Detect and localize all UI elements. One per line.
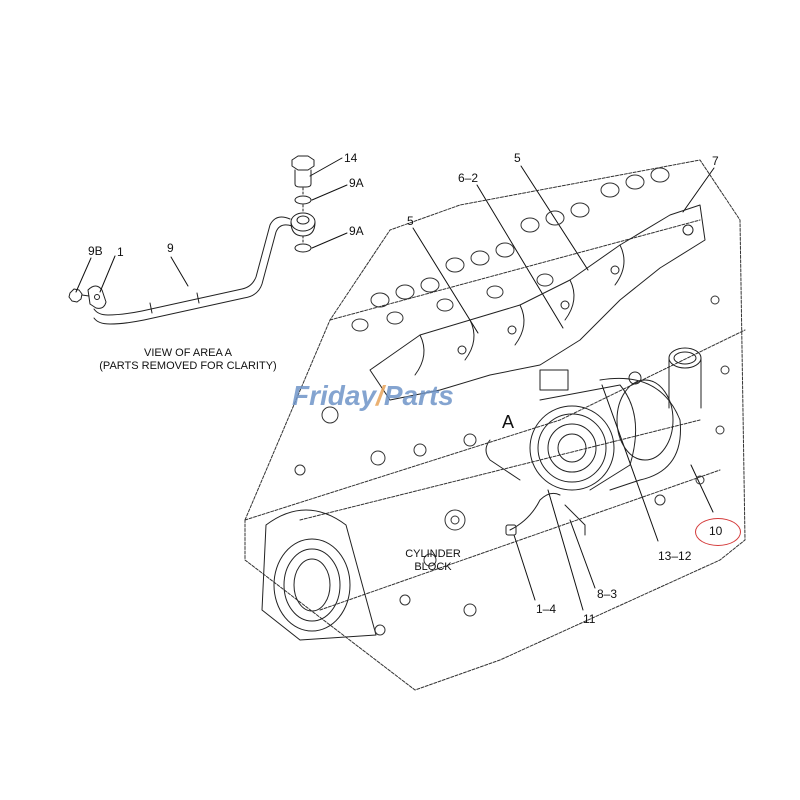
callout-1-4: 1–4 [536,602,557,616]
block-label-line-1: CYLINDER [405,548,461,560]
rear-seal-housing [261,509,377,641]
washer-9a-lower [294,243,312,253]
friday-parts-watermark: Friday/Parts [292,380,454,412]
callout-9: 9 [167,241,174,255]
watermark-word-2: Parts [383,380,454,411]
callout-1: 1 [117,245,124,259]
cylinder-block-label: CYLINDER BLOCK [398,548,468,574]
inset-caption-line-1: VIEW OF AREA A [143,347,233,359]
inset-caption-line-2: (PARTS REMOVED FOR CLARITY) [99,360,277,372]
callout-9a-lower: 9A [349,224,364,238]
callout-14: 14 [344,151,358,165]
callout-6-2: 6–2 [458,171,479,185]
watermark-word-1: Friday [292,380,377,411]
area-a-marker: A [502,412,515,432]
bolt-9b [68,288,90,303]
banjo-bolt-14 [291,155,315,188]
callout-10-highlight-circle [695,518,741,546]
oil-supply-line-inset [68,155,316,325]
callout-5-top: 5 [514,151,521,165]
exhaust-manifold [369,204,706,401]
callout-9b: 9B [88,244,103,258]
callout-11: 11 [583,612,596,626]
callout-7: 7 [712,154,719,168]
callout-8-3: 8–3 [597,587,618,601]
inset-caption: VIEW OF AREA A (PARTS REMOVED FOR CLARIT… [88,347,288,373]
block-bolt-holes [294,295,730,636]
callout-leaders [75,157,715,611]
block-label-line-2: BLOCK [414,561,452,573]
banjo-fitting [290,212,316,237]
watermark-slash: / [376,380,384,411]
callout-9a-upper: 9A [349,176,364,190]
callout-5-left: 5 [407,214,414,228]
cylinder-head [351,167,670,332]
oil-lines [485,439,586,536]
turbocharger-10 [529,347,702,491]
callout-13-12: 13–12 [658,549,692,563]
washer-9a-upper [294,195,312,205]
engine-block-outline [244,159,746,691]
flange-1 [87,285,107,309]
oil-tube-9 [93,216,291,316]
